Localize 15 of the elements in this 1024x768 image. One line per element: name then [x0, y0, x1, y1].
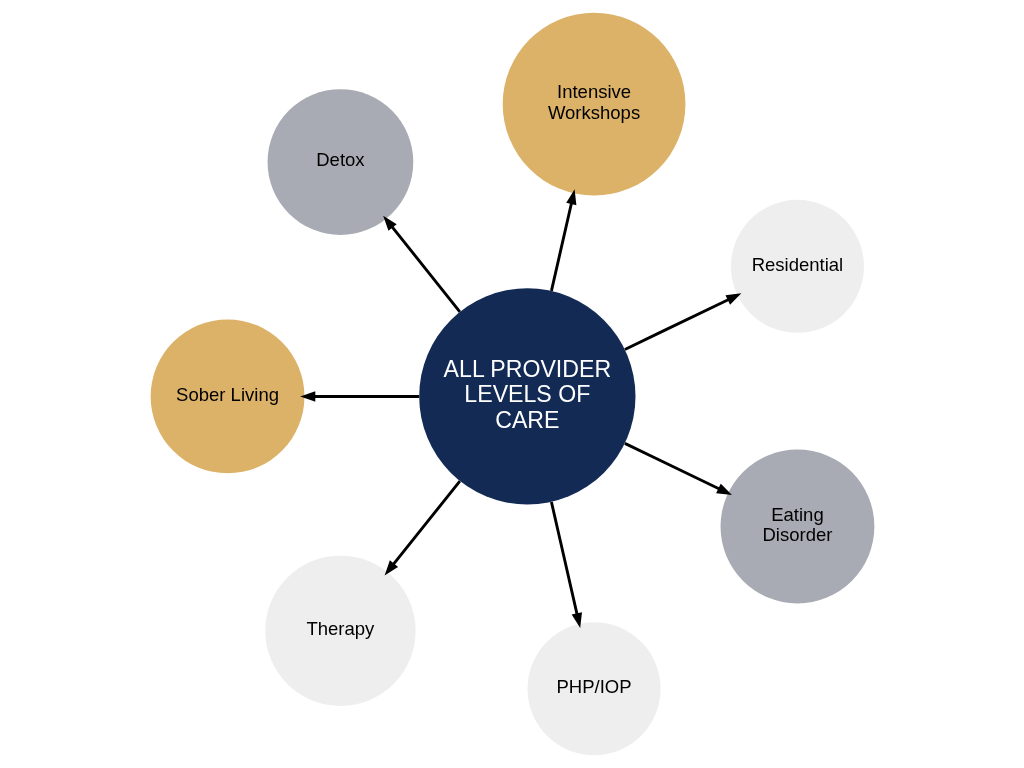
arrow	[623, 293, 741, 351]
arrow	[299, 391, 419, 402]
arrow	[382, 215, 461, 313]
node-circle: Eating Disorder	[720, 449, 874, 604]
arrow	[549, 189, 576, 292]
node-circle: Detox	[267, 89, 413, 235]
arrow	[384, 480, 461, 576]
node-circle: ALL PROVIDER LEVELS OF CARE	[418, 288, 635, 505]
arrow	[549, 501, 582, 628]
node-circle: Intensive Workshops	[502, 12, 685, 196]
arrow	[623, 442, 732, 495]
node-circle: Residential	[730, 199, 864, 333]
node-circle: PHP/IOP	[527, 622, 661, 756]
node-circle: Therapy	[264, 555, 416, 706]
node-circle: Sober Living	[150, 319, 304, 474]
